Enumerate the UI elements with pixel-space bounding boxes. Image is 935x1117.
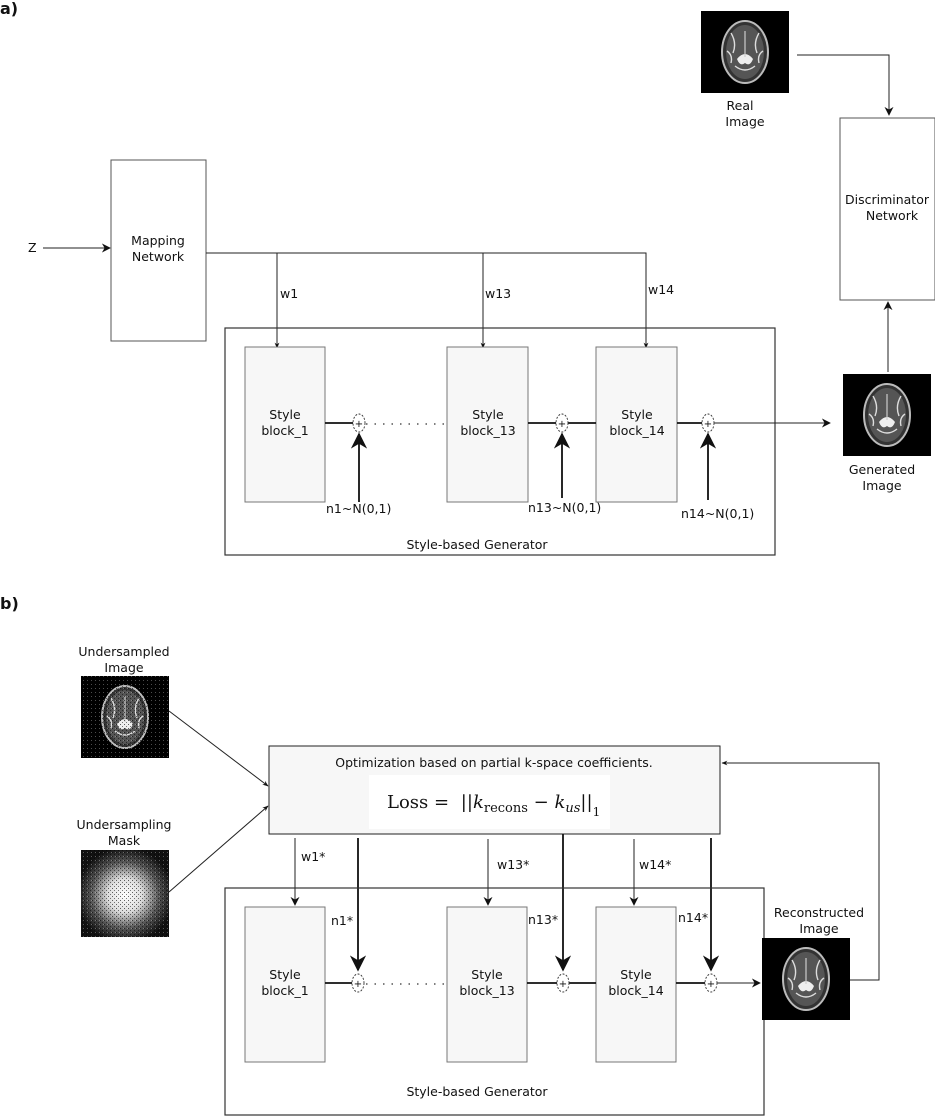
n13-star-label: n13*: [528, 912, 558, 927]
panel-b: b) Undersampled Image Undersampling Mask…: [0, 594, 880, 1116]
style-generator-box-a: [224, 327, 776, 556]
sum-node-1-b: +: [351, 973, 365, 993]
style-block-14-b-label-2: block_14: [608, 983, 663, 998]
style-block-13-label-2: block_13: [460, 423, 515, 438]
style-block-13-label-1: Style: [472, 407, 504, 422]
z-input-label: Z: [28, 240, 37, 255]
sum-node-13-b: +: [556, 973, 570, 993]
style-block-13-b: [446, 906, 528, 1063]
real-image-label-2: Image: [725, 114, 764, 129]
style-block-1-a: [244, 346, 326, 503]
real-image-label-1: Real: [727, 98, 754, 113]
reconstructed-image-label-2: Image: [799, 921, 838, 936]
real-image: [700, 10, 790, 94]
mapping-network-box: [110, 159, 207, 342]
style-block-1-b: [244, 906, 326, 1063]
svg-text:+: +: [354, 979, 362, 990]
undersampled-image-label-2: Image: [104, 660, 143, 675]
discriminator-network-box: [839, 117, 935, 301]
loss-formula-panel: [369, 775, 610, 829]
real-to-discriminator-arrow: [797, 54, 894, 116]
style-block-14-label-1: Style: [621, 407, 653, 422]
reconstructed-image: [761, 937, 851, 1021]
sum-node-14-a: +: [701, 413, 715, 433]
style-block-14-label-2: block_14: [609, 423, 664, 438]
undersampling-mask-image: [81, 850, 169, 937]
svg-text:+: +: [558, 419, 566, 430]
generated-image-label-1: Generated: [849, 462, 915, 477]
undersampled-image: [80, 675, 170, 759]
undersampled-image-label-1: Undersampled: [78, 644, 169, 659]
optimization-title: Optimization based on partial k-space co…: [335, 755, 652, 770]
w14-star-label: w14*: [639, 857, 671, 872]
panel-b-label: b): [0, 594, 19, 613]
style-block-13-b-label-2: block_13: [459, 983, 514, 998]
discriminator-label-1: Discriminator: [845, 192, 930, 207]
sum-node-13-a: +: [555, 413, 569, 433]
svg-text:+: +: [559, 979, 567, 990]
loss-formula: Loss = ||krecons − kus||1: [387, 792, 600, 819]
generated-image-label-2: Image: [862, 478, 901, 493]
w-bus-line: [206, 252, 647, 350]
generated-image: [842, 373, 932, 457]
undersampled-to-optimizer-arrow: [168, 710, 269, 787]
w13-label: w13: [485, 286, 511, 301]
style-block-13-a: [446, 346, 529, 503]
style-block-14-b-label-1: Style: [620, 967, 652, 982]
sum-node-14-b: +: [704, 973, 718, 993]
svg-text:+: +: [355, 419, 363, 430]
n1-star-label: n1*: [331, 913, 353, 928]
mapping-network-label-2: Network: [132, 249, 185, 264]
style-block-1-label-2: block_1: [261, 423, 308, 438]
n14-star-label: n14*: [678, 910, 708, 925]
reconstructed-image-label-1: Reconstructed: [774, 905, 864, 920]
panel-a: a) Z Mapping Network w1 w13 w14 Style bl…: [0, 0, 935, 556]
style-block-1-b-label-1: Style: [269, 967, 301, 982]
style-block-14-a: [595, 346, 678, 503]
mask-label-2: Mask: [108, 833, 141, 848]
style-block-1-label-1: Style: [269, 407, 301, 422]
mask-label-1: Undersampling: [77, 817, 172, 832]
w1-label: w1: [280, 286, 298, 301]
w14-label: w14: [648, 282, 674, 297]
reconstructed-feedback-arrow: [721, 760, 880, 981]
style-block-1-b-label-2: block_1: [261, 983, 308, 998]
sum-node-1-a: +: [352, 413, 366, 433]
svg-text:+: +: [704, 419, 712, 430]
w13-star-label: w13*: [497, 857, 529, 872]
style-generator-label-b: Style-based Generator: [406, 1084, 548, 1099]
mask-to-optimizer-arrow: [168, 805, 269, 893]
style-block-13-b-label-1: Style: [471, 967, 503, 982]
svg-text:+: +: [707, 979, 715, 990]
discriminator-label-2: Network: [866, 208, 919, 223]
noise-13-label: n13~N(0,1): [528, 500, 601, 515]
noise-1-label: n1~N(0,1): [326, 501, 391, 516]
w1-star-label: w1*: [301, 849, 325, 864]
noise-14-label: n14~N(0,1): [681, 506, 754, 521]
panel-a-label: a): [0, 0, 18, 18]
mapping-network-label-1: Mapping: [131, 233, 185, 248]
style-generator-label-a: Style-based Generator: [406, 537, 548, 552]
style-block-14-b: [595, 906, 677, 1063]
